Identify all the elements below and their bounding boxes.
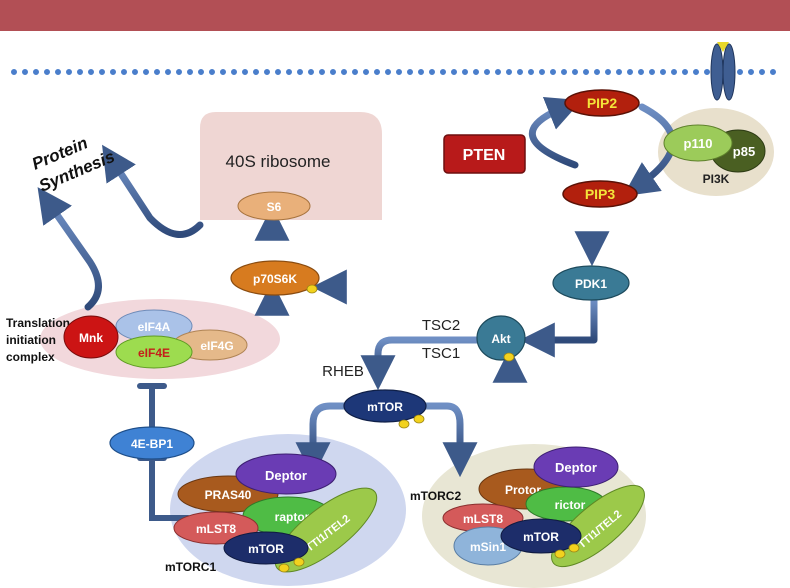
pip2-node: [564, 89, 640, 117]
eif4a-label: eIF4A: [138, 320, 171, 334]
c2-phospho-dot-1: [554, 549, 566, 559]
c2-protor-label: Protor: [505, 483, 541, 497]
p70s6k-phospho-dot: [306, 284, 318, 294]
membrane-bar: [0, 0, 790, 31]
c2-rictor-label: rictor: [555, 498, 586, 512]
mtor-phospho-dot-1: [398, 419, 410, 429]
pip3-label: PIP3: [585, 186, 616, 202]
pdk1-to-akt-arrow: [519, 296, 598, 358]
4ebp1-label: 4E-BP1: [131, 437, 173, 451]
c1-phospho-dot-1: [278, 563, 290, 573]
complex-to-synthesis-arrow: [37, 187, 102, 311]
mtor-label: mTOR: [367, 400, 403, 414]
c1-phospho-dot-2: [293, 557, 305, 567]
p70s6k-node: [230, 260, 320, 296]
pten-label: PTEN: [463, 147, 506, 164]
c2-mtor-label: mTOR: [523, 530, 559, 544]
ribosome-region: [200, 112, 382, 220]
c1-mtor-node: [223, 531, 309, 565]
mtor-phospho-dot-2: [413, 414, 425, 424]
c1-deptor-node: [235, 453, 337, 495]
initiation-label: initiation: [6, 333, 56, 347]
translation-label: Translation: [6, 316, 70, 330]
akt-to-mtor-arrow: [360, 336, 484, 391]
receptor-icon: [710, 42, 736, 101]
akt-phospho-dot: [503, 352, 515, 362]
pip3-to-pip2-arrow: [529, 96, 582, 169]
c1-mlst8-label: mLST8: [196, 522, 236, 536]
ribosome-label: 40S ribosome: [226, 152, 331, 171]
ribosome-to-synthesis-arrow: [102, 144, 204, 238]
tsc2-label: TSC2: [422, 317, 460, 334]
4ebp1-node: [109, 426, 195, 460]
c2-deptor-label: Deptor: [555, 460, 597, 475]
p110-node: [663, 124, 733, 162]
eif4e-label: eIF4E: [138, 346, 170, 360]
c2-msin1-label: mSin1: [470, 540, 506, 554]
eif4g-label: eIF4G: [200, 339, 233, 353]
c1-deptor-label: Deptor: [265, 468, 307, 483]
pdk1-label: PDK1: [575, 277, 607, 291]
pdk1-node: [552, 265, 630, 301]
p85-label: p85: [733, 144, 755, 159]
mtor-to-mtorc1-arrow: [295, 402, 349, 478]
pten-node: [443, 134, 526, 174]
c2-mtor-node: [500, 518, 582, 554]
s6-label: S6: [267, 200, 282, 214]
mtorc2-label: mTORC2: [410, 489, 461, 503]
mtorc1-inhibits-4ebp1-line: [149, 455, 191, 521]
akt-node: [476, 315, 526, 361]
s6-node: [237, 191, 311, 221]
tsc1-label: TSC1: [422, 345, 460, 362]
pip2-label: PIP2: [587, 95, 618, 111]
mtorc1-label: mTORC1: [165, 560, 216, 574]
mtor-to-mtorc2-arrow: [421, 402, 478, 478]
c1-mtor-label: mTOR: [248, 542, 284, 556]
mnk-node: [63, 315, 119, 359]
c2-mlst8-label: mLST8: [463, 512, 503, 526]
rheb-label: RHEB: [322, 363, 364, 380]
c1-pras40-label: PRAS40: [205, 488, 252, 502]
p70s6k-label: p70S6K: [253, 272, 297, 286]
pi3k-label: PI3K: [703, 172, 730, 186]
c1-raptor-label: raptor: [275, 510, 310, 524]
mnk-label: Mnk: [79, 331, 103, 345]
mtor-node: [343, 389, 427, 423]
complex-label: complex: [6, 350, 55, 364]
akt-label: Akt: [491, 332, 510, 346]
c2-deptor-node: [533, 446, 619, 488]
eif4e-node: [115, 335, 193, 369]
c2-phospho-dot-2: [568, 543, 580, 553]
pip3-node: [562, 180, 638, 208]
p110-label: p110: [684, 136, 713, 151]
